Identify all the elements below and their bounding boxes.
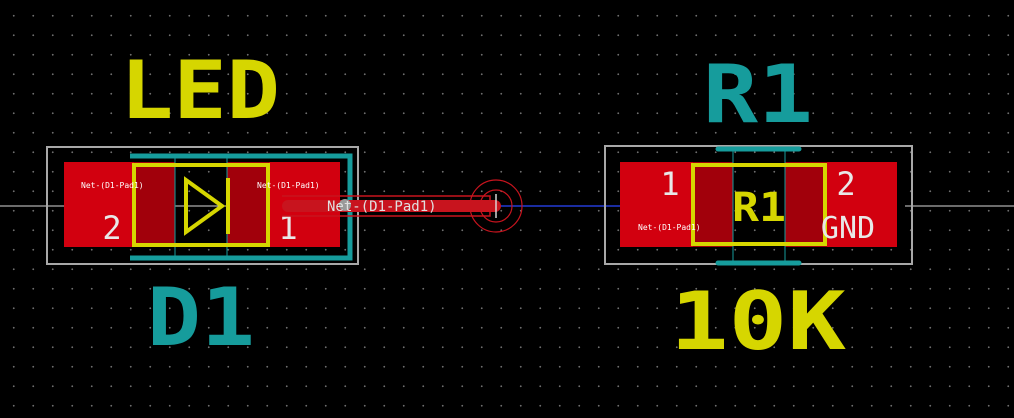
r1-pad1-number: 1 [660, 165, 679, 203]
track-endpoint-marker [339, 199, 351, 211]
footprint-r1[interactable]: R1 R1 10K 1 2 Net-(D1-Pad1) GND [604, 48, 913, 368]
r1-body-band-right [785, 162, 827, 247]
track-net-label: Net-(D1-Pad1) [327, 199, 437, 215]
r1-pad1-net-label: Net-(D1-Pad1) [638, 223, 701, 232]
d1-value-label: LED [120, 44, 280, 137]
r1-body-band-left [693, 162, 733, 247]
d1-pad1-number: 1 [278, 209, 297, 247]
r1-pad2-net-label: GND [821, 211, 875, 246]
r1-pad2-number: 2 [836, 165, 855, 203]
d1-pad2-net-label: Net-(D1-Pad1) [81, 181, 144, 190]
d1-silk-box [132, 163, 270, 247]
r1-silk-reference: R1 [732, 185, 786, 231]
d1-pad2-number: 2 [102, 209, 121, 247]
d1-reference-label: D1 [147, 271, 255, 364]
diode-symbol-icon [184, 176, 226, 236]
r1-value-label: 10K [670, 275, 846, 368]
cursor-circle-inner [479, 189, 513, 223]
track-net-d1-pad1[interactable]: Net-(D1-Pad1) [282, 179, 523, 233]
footprint-d1[interactable]: LED D1 Net-(D1-Pad1) Net-(D1-Pad1) 2 1 [46, 44, 359, 364]
r1-reference-label: R1 [703, 48, 813, 141]
d1-body-band-right [227, 162, 269, 247]
r1-silk-box [691, 163, 827, 246]
cursor-circle-outer [469, 179, 523, 233]
d1-pad1-net-label: Net-(D1-Pad1) [257, 181, 320, 190]
d1-body-band-left [134, 162, 175, 247]
